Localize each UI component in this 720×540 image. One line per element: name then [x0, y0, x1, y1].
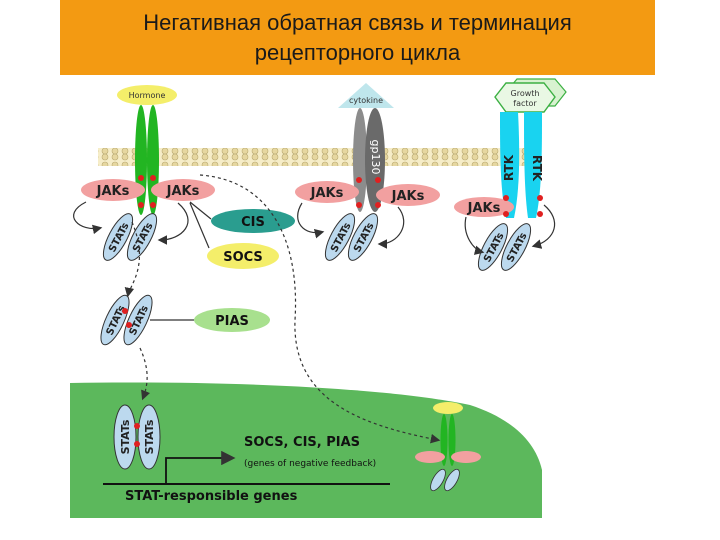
socs-label: SOCS	[223, 250, 263, 265]
phospho-site	[138, 202, 144, 208]
gp130-label: gp130	[369, 140, 382, 175]
receptor-chain-left	[353, 108, 367, 212]
cytokine-label: cytokine	[349, 96, 383, 105]
phospho-site	[126, 322, 132, 328]
phospho-site	[356, 202, 362, 208]
hormone-ligand	[117, 85, 177, 105]
receptor-chain-left	[440, 414, 448, 466]
socs-protein	[207, 243, 279, 269]
rtk-chain-right	[524, 112, 542, 218]
phospho-site	[375, 177, 381, 183]
promoter-arrow	[165, 450, 236, 484]
stat-responsible-genes: STAT-responsible genes	[125, 489, 298, 504]
rtk-chain-left	[500, 112, 520, 218]
jak-left	[415, 451, 445, 463]
receptor-chain-right	[147, 105, 159, 215]
stat-label: STATs	[119, 419, 132, 454]
hormone-receptor-complex: Hormone JAKs JAKs STATs STATs	[73, 85, 215, 261]
jak-left	[295, 181, 359, 203]
growth-factor-label-1: Growth	[511, 89, 540, 98]
phospho-site	[134, 423, 140, 429]
stat-monomer	[430, 468, 446, 492]
phospho-site	[356, 177, 362, 183]
jak-right	[151, 179, 215, 201]
jak-left-label: JAKs	[96, 184, 130, 199]
stat-monomer	[444, 468, 460, 492]
cell-membrane	[98, 148, 538, 166]
phospho-site	[503, 211, 509, 217]
phospho-site	[122, 308, 128, 314]
cytokine-ligand	[338, 83, 394, 108]
negative-feedback-genes: SOCS, CIS, PIAS	[244, 435, 360, 450]
recruitment-arrow	[297, 202, 325, 239]
stat-dimer-nucleus-left: STATs	[113, 404, 137, 470]
recruitment-arrow	[531, 204, 556, 249]
rtk-label-right: RTK	[530, 155, 544, 182]
receptor-chain-left	[135, 105, 147, 215]
phospho-site	[138, 175, 144, 181]
phospho-site	[375, 202, 381, 208]
cis-protein	[211, 209, 295, 233]
jak-right-label: JAKs	[166, 184, 200, 199]
pias-protein	[194, 308, 270, 332]
recruitment-arrow	[73, 201, 103, 235]
jak-left-label: JAKs	[310, 186, 344, 201]
jak-right	[376, 184, 440, 206]
hormone-label: Hormone	[129, 91, 166, 100]
growth-factor-receptor-complex: Growth factor RTK RTK JAKs STATs STATs	[454, 78, 567, 271]
jak-left	[81, 179, 145, 201]
phospho-site	[537, 211, 543, 217]
feedback-arrow	[199, 174, 441, 444]
cis-inhibition-line	[189, 201, 212, 220]
stat-translocation-arrow	[124, 221, 141, 298]
stat-label: STATs	[143, 419, 156, 454]
phospho-site	[537, 195, 543, 201]
growth-factor-label-2: factor	[513, 99, 537, 108]
phospho-site	[150, 175, 156, 181]
new-receptor-complex	[415, 402, 481, 492]
jak-label: JAKs	[467, 201, 501, 216]
phospho-site	[503, 195, 509, 201]
recruitment-arrow	[464, 216, 485, 255]
recruitment-arrow	[157, 202, 189, 245]
growth-factor-ligand	[494, 82, 556, 113]
title-banner: Негативная обратная связь и терминация р…	[60, 0, 655, 75]
rtk-label-left: RTK	[502, 154, 516, 181]
title-line-1: Негативная обратная связь и терминация	[143, 10, 572, 35]
jak-right	[451, 451, 481, 463]
pias-label: PIAS	[215, 314, 249, 329]
gp130-chain	[365, 108, 385, 212]
recruitment-arrow	[377, 206, 405, 249]
stat-dimer-nucleus-right: STATs	[137, 404, 161, 470]
phospho-site	[150, 202, 156, 208]
jak	[454, 197, 514, 217]
receptor-chain-right	[448, 414, 456, 466]
jak-right-label: JAKs	[391, 189, 425, 204]
title-line-2: рецепторного цикла	[254, 40, 461, 65]
ligand	[433, 402, 463, 414]
negative-feedback-note: (genes of negative feedback)	[244, 459, 376, 469]
socs-inhibition-line	[189, 202, 210, 249]
cis-label: CIS	[241, 215, 265, 230]
cytokine-receptor-complex: cytokine gp130 JAKs JAKs STATs STATs	[295, 83, 440, 261]
phospho-site	[134, 441, 140, 447]
